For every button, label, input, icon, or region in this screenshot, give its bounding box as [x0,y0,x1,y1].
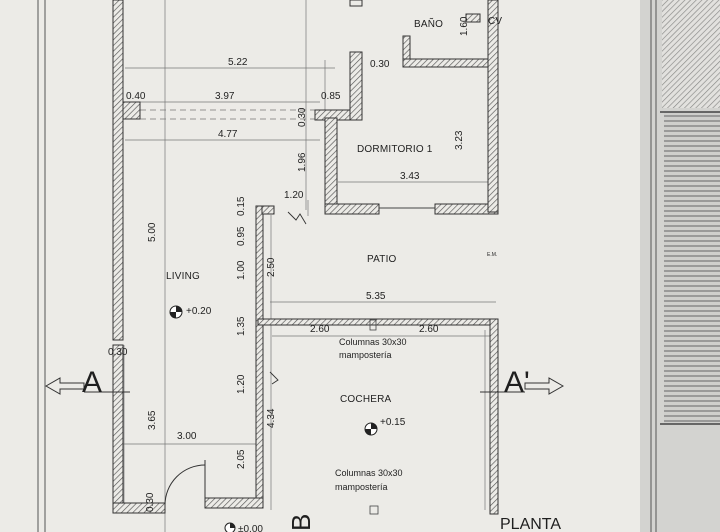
dim-4-77: 4.77 [218,129,238,140]
dim-0-30-top: 0.30 [370,59,390,70]
level-bottom: ±0.00 [238,524,263,532]
section-arrow-a-prime [480,377,565,395]
note-columnas-1: Columnas 30x30 [339,337,407,347]
adjacent-elevation-drawing [650,0,720,532]
dim-0-15: 0.15 [236,196,247,216]
section-arrow-a [44,377,130,395]
room-label-bano: BAÑO [414,17,443,30]
bano-fixture [349,0,363,7]
dim-5-22: 5.22 [228,57,248,68]
dim-0-95: 0.95 [236,226,247,246]
paper-sheet [0,0,640,532]
dim-1-96: 1.96 [297,152,308,172]
note-columnas-2: Columnas 30x30 [335,468,403,478]
room-label-dormitorio: DORMITORIO 1 [357,144,433,155]
note-em: E.M. [487,252,497,258]
dim-3-00: 3.00 [177,431,197,442]
level-living: +0.20 [186,306,212,317]
walls [112,0,499,515]
dim-1-00: 1.00 [236,260,247,280]
section-mark-a: A [82,366,102,399]
note-mamposteria-1: mampostería [339,350,392,360]
level-marker-cochera [364,422,378,436]
dim-0-30-bottom: 0.30 [145,492,156,512]
dim-0-30-left: 0.30 [108,347,128,358]
dim-1-60: 1.60 [459,16,470,36]
dim-5-00: 5.00 [147,222,158,242]
dim-2-05: 2.05 [236,449,247,469]
dim-3-97: 3.97 [215,91,235,102]
section-mark-b: B [286,514,316,531]
section-mark-a-prime: A' [504,366,530,399]
dim-3-43: 3.43 [400,171,420,182]
room-label-cochera: COCHERA [340,394,392,405]
dim-2-50: 2.50 [266,257,277,277]
entry-door [164,460,206,506]
dim-3-65: 3.65 [147,410,158,430]
dim-1-20-mid: 1.20 [236,374,247,394]
dim-1-20-top: 1.20 [284,190,304,201]
level-marker-bottom [224,522,236,532]
column-marker-bottom [369,505,379,515]
level-cochera: +0.15 [380,417,406,428]
window-symbols [269,211,307,385]
plan-title: PLANTA [500,516,561,532]
dim-1-35: 1.35 [236,316,247,336]
level-marker-living [169,305,183,319]
column-marker-top [369,319,377,331]
dim-0-40: 0.40 [126,91,146,102]
dim-2-60-left: 2.60 [310,324,330,335]
dim-0-30-mid: 0.30 [297,107,308,127]
dim-3-23: 3.23 [454,130,465,150]
note-mamposteria-2: mampostería [335,482,388,492]
dim-4-34: 4.34 [266,408,277,428]
dim-0-85: 0.85 [321,91,341,102]
room-label-patio: PATIO [367,254,397,265]
room-label-cv: CV [488,16,502,27]
dim-2-60-right: 2.60 [419,324,439,335]
room-label-living: LIVING [166,271,200,282]
dim-5-35: 5.35 [366,291,386,302]
